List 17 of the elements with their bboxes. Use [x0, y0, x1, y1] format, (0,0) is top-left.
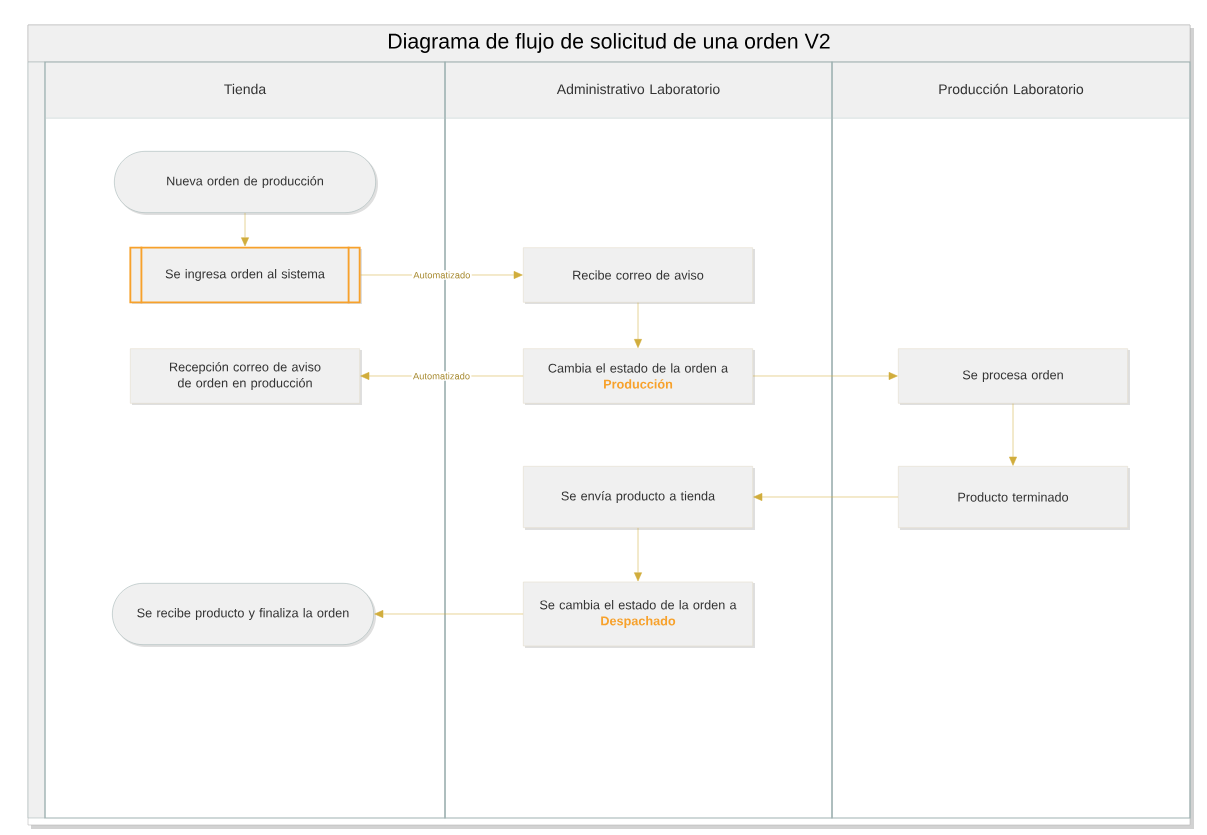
process-box: Cambia el estado de la orden a Producción: [523, 348, 755, 405]
edge-label: Automatizado: [411, 371, 472, 381]
process-box: Recibe correo de aviso: [523, 247, 755, 304]
arrow: [1009, 403, 1017, 466]
arrow: [374, 610, 524, 618]
process-box: Recepción correo de aviso de orden en producción: [130, 348, 362, 405]
process-box: Se cambia el estado de la orden a Despachado: [523, 581, 755, 648]
arrow: [753, 493, 899, 501]
edge-label: Automatizado: [411, 270, 472, 280]
arrow: [241, 212, 249, 247]
arrow: [634, 527, 642, 582]
process-box: Producto terminado: [898, 466, 1130, 530]
arrow: [752, 372, 898, 380]
arrow: [634, 302, 642, 348]
process-box: Se envía producto a tienda: [523, 466, 755, 530]
predefined-process-box: Se ingresa orden al sistema: [129, 245, 362, 305]
process-box: Se procesa orden: [898, 348, 1130, 405]
